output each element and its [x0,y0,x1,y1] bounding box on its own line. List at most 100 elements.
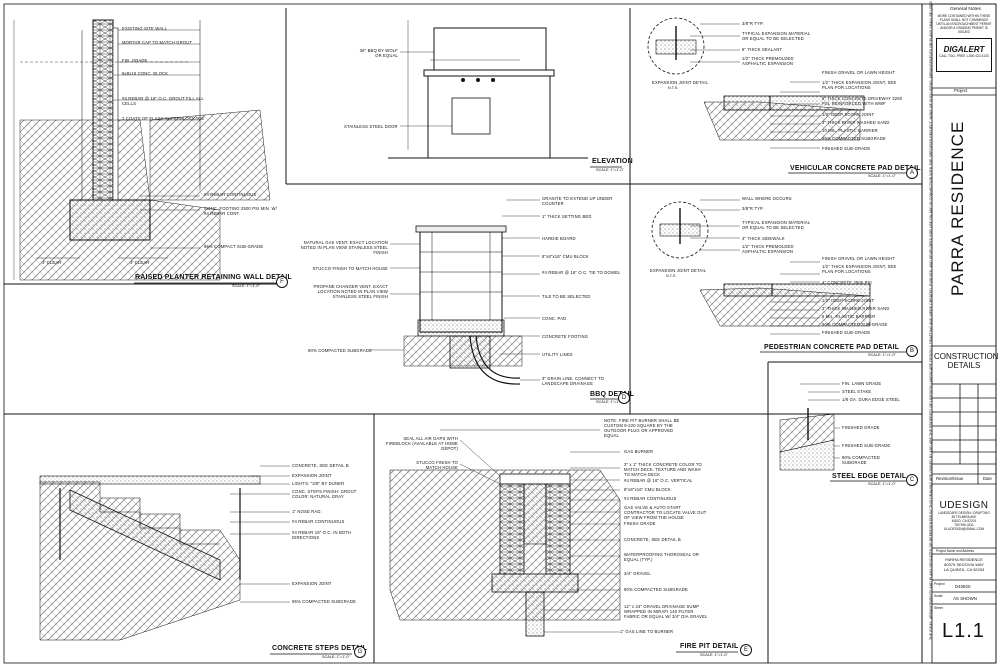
callout: 8"x8"x16" CMU BLOCK [624,487,671,492]
callout: #4 REBAR @ 16" O.C. TIE TO DOWEL [542,270,621,275]
callout: CONCRETE, SEE DETAIL B [292,463,349,468]
callout: FINISHED SUB-GRADE [822,330,871,335]
callout: 2 COATS OF FLASH SUPERBLOCKAGE [122,116,205,121]
detail-scale: SCALE: 1"=1'-0" [596,168,624,172]
callout: 1" THICK SETTING BED [542,214,592,219]
callout: PROPANE CHANGER VENT. EXACT LOCATION NOT… [313,284,388,299]
callout: 3" x 1" THICK CONCRETE COLOR TO MATCH DE… [624,462,702,477]
callout: FIN. GRADE [122,58,148,63]
dimension: 3' CLEAR [42,260,62,265]
firm-block: UDESIGN LANDSCAPE DESIGN / DRAFTING 84 T… [936,500,992,531]
callout: #4 REBAR CONTINUOUS [292,519,345,524]
detail-letter-bubble: A [906,167,918,179]
callout: FINISHED SUB-GRADE [822,146,871,151]
callout: TYPICAL EXPANSION MATERIAL OR EQUAL TO B… [742,220,811,230]
firm-line: ULUDESIGN@GMAIL.COM [943,527,985,531]
detail-letter-bubble: E [740,644,752,656]
callout: 4" THICK SIDEWALK [742,236,785,241]
callout: STEEL STAKE [842,389,872,394]
title-underlines [134,166,906,655]
dimension: 3' CLEAR [130,260,150,265]
callout: 1/2" DEEP SCORE JOINT [822,298,875,303]
callout: FINISH GRAVEL OR LAWN HEIGHT [822,256,896,261]
callout: #4 REBAR @ 16" O.C. GROUT FILL ALL CELLS [122,96,204,106]
detail-title: CONCRETE STEPS DETAIL [272,645,368,652]
dig-alert-logo: DIGALERT CALL TOLL FREE 1-800 422-4133 [936,38,992,72]
callout: GRANITE TO EXTEND UP UNDER COUNTER [542,196,613,206]
callout: CONC. PAD [542,316,567,321]
callout: EXISTING SITE WALL [122,26,168,31]
project-label: Project [954,88,968,93]
callout: WATERPROOFING THOROSEAL OR EQUAL (TYP.) [624,552,700,562]
detail-letter-bubble: G [354,646,366,658]
callout: 1/2" THICK EXPANSION JOINT, SEE PLAN FOR… [822,80,897,90]
project-field-value: D40920 [955,584,971,589]
firm-subtitle: LANDSCAPE DESIGN / DRAFTING [938,511,990,515]
detail-scale: SCALE: 1"=1'-0" [322,655,350,659]
callout: GAS BURNER [624,449,654,454]
callout: 90% COMPACTED SUBGRADE [842,455,880,465]
callout: LIGHTS: "3/8" BY DUNER [292,481,345,486]
fire-pit-note: NOTE: FIRE PIT BURNER SHALL BE CUSTOM 8-… [604,418,680,438]
dig-alert-subtext: CALL TOLL FREE 1-800 422-4133 [939,54,989,58]
callout: EXPANSION JOINT [292,473,332,478]
firm-line: 760 996-4311 [954,523,974,527]
detail-title: FIRE PIT DETAIL [680,643,739,650]
callout: 1" GAS LINE TO BURNER [620,629,674,634]
callout: CONCRETE FOOTING [542,334,589,339]
detail-title: VEHICULAR CONCRETE PAD DETAIL [790,165,921,172]
project-address-line: LA QUINTA, CA 92253 [943,567,985,572]
firm-line: INDIO, CA 92201 [951,519,977,523]
callout: STUCCO FINISH TO MATCH HOUSE [312,266,388,271]
joint-detail-scale: N.T.S. [666,274,677,278]
callout: FINISHED SUB-GRADE [842,443,891,448]
callout: FINISH GRAVEL OR LAWN HEIGHT [822,70,896,75]
date-label: Date [983,476,992,481]
raised-planter-detail-drawing [13,19,271,281]
callout: 6" THICK CONCRETE DRIVEWAY 3250 PSI, REI… [822,96,903,106]
project-field-label: Project [934,582,945,586]
sheet-frame-lines [4,4,923,663]
callout: 3" THICK RIVER WASHED SAND [822,120,890,125]
vehicular-pad-drawing [647,17,865,149]
firm-line: 84 TELMIRA AVE [951,515,977,519]
callout: MORTAR CAP TO MATCH GROUT [122,40,193,45]
vertical-disclaimer: THE IDEAS, ARRANGEMENTS AND PLANS INDICA… [929,0,933,640]
scale-label: Scale [934,594,943,598]
project-address-line: PARRA RESIDENCE [945,557,983,562]
callout: CONCRETE, SEE DETAIL B [624,537,681,542]
steel-edge-drawing [779,383,840,471]
joint-detail-scale: N.T.S. [668,86,679,90]
detail-scale: SCALE: 1"=1'-0" [868,174,896,178]
callout: 1/2" DEEP SCORE JOINT [822,112,875,117]
callout: 1/8 GA. DURA EDGE STEEL [842,397,900,402]
callout: 1/2" THICK PREMOLDED ASPHALTIC EXPANSION [742,244,794,254]
callout: WALL WHERE OCCURS [742,196,792,201]
detail-title: ELEVATION [592,158,633,165]
callout: SEAL ALL AIR GAPS WITH FIREBLOCK (AVAILA… [385,436,458,451]
callout: STUCCO FINISH TO MATCH HOUSE [416,460,458,470]
detail-scale: SCALE: 1"=1'-0" [868,482,896,486]
callout: EXPANSION JOINT [292,581,332,586]
callout: 1" NOSE RAD. [292,509,322,514]
callout: GAS VALVE & AUTO START CONTRACTOR TO LOC… [624,505,707,520]
callout: 95% COMPACT SUB-GRADE [204,244,264,249]
callout: TYPICAL EXPANSION MATERIAL OR EQUAL TO B… [742,31,811,41]
callout: 6 MIL. PLASTIC BARRIER [822,314,876,319]
callout: 1/2" THICK EXPANSION JOINT, SEE PLAN FOR… [822,264,897,274]
callout: 4" CONCRETE 2500 PSI [822,280,872,285]
detail-letter-bubble: B [906,345,918,357]
joint-detail-title: EXPANSION JOINT DETAIL [652,80,709,85]
callout: UTILITY LINES [542,352,573,357]
callout: 3/8"R TYP. [742,21,764,26]
detail-title: STEEL EDGE DETAIL [832,473,907,480]
callout: 8x8x16 CONC. BLOCK [122,71,169,76]
bbq-section-drawing [370,199,540,385]
project-address-line: 80375 SEGOVIA WAY [944,562,984,567]
callout: 1/2" THICK PREMOLDED ASPHALTIC EXPANSION [742,56,794,66]
concrete-steps-drawing [39,465,290,641]
dig-alert-wordmark: DIGALERT [943,45,985,54]
callout: 6" THICK SEALANT [742,47,783,52]
detail-scale: SCALE: 1"=1'-0" [232,284,260,288]
callout: 90% COMPACTED SUB-GRADE [822,322,888,327]
